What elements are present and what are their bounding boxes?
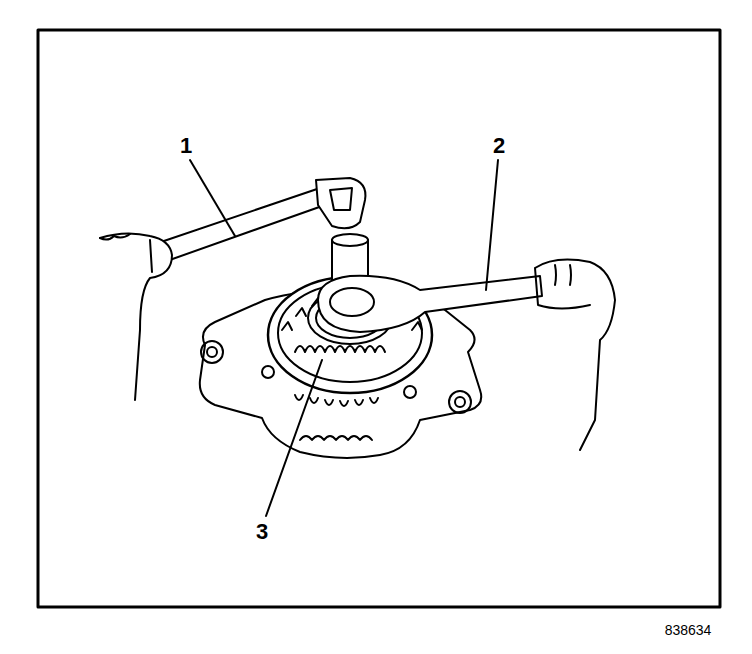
leader-line [266,360,322,516]
box-wrench [318,260,615,450]
callout-number: 1 [180,135,192,157]
figure-number: 838634 [665,623,712,637]
callout-number: 2 [493,135,505,157]
leader-line [190,160,235,236]
callout-number: 3 [256,521,268,543]
leader-line [486,160,498,290]
frame-border [38,30,720,607]
